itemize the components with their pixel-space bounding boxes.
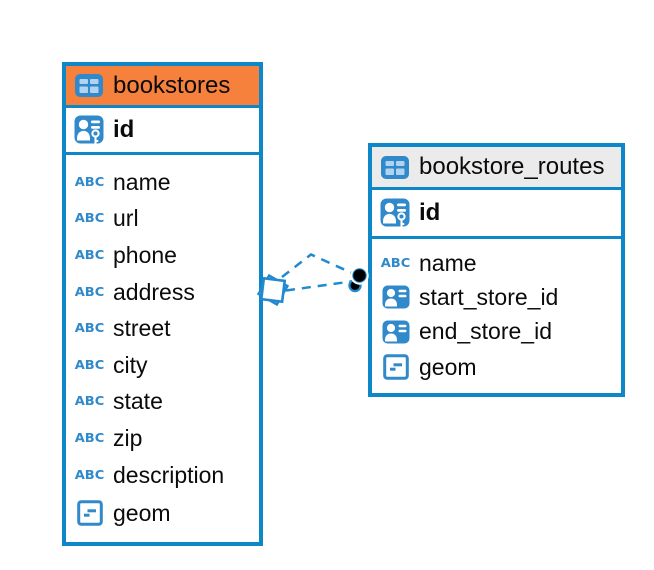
reference-id-icon: [382, 285, 409, 309]
text-type-icon: ABC: [380, 255, 411, 271]
column-label: geom: [419, 353, 477, 380]
column-label: end_store_id: [419, 318, 552, 345]
column-row-zip[interactable]: ABC zip: [66, 427, 259, 450]
relationship-bookstores-to-bookstore-routes[interactable]: [256, 253, 369, 307]
text-type-icon: ABC: [74, 284, 105, 300]
column-label: name: [419, 249, 477, 276]
geometry-type-icon: [382, 354, 409, 381]
primary-key-icon: [74, 115, 103, 144]
primary-key-icon: [380, 198, 409, 227]
column-list: ABC name start_store_id: [372, 239, 621, 393]
column-row-id[interactable]: id: [372, 190, 621, 239]
column-label: state: [113, 388, 163, 415]
column-row-description[interactable]: ABC description: [66, 461, 259, 488]
column-row-city[interactable]: ABC city: [66, 351, 259, 378]
column-row-street[interactable]: ABC street: [66, 317, 259, 340]
primary-key-icon: [73, 115, 104, 146]
primary-key-icon: [379, 198, 410, 229]
column-label: name: [113, 168, 171, 195]
column-row-id[interactable]: id: [66, 108, 259, 155]
table-icon: [73, 73, 104, 98]
relationship-target-dot-marker: [348, 266, 369, 293]
table-icon: [74, 74, 103, 97]
column-row-geom[interactable]: geom: [66, 499, 259, 527]
column-row-url[interactable]: ABC url: [66, 207, 259, 230]
table-icon: [380, 155, 409, 179]
text-type-icon: ABC: [74, 211, 105, 226]
reference-id-icon: [380, 320, 411, 344]
column-row-name[interactable]: ABC name: [66, 168, 259, 195]
geometry-type-icon: [74, 500, 105, 527]
primary-key-label: id: [113, 116, 135, 143]
column-row-start-store-id[interactable]: start_store_id: [372, 285, 621, 309]
column-label: street: [113, 315, 171, 342]
column-row-phone[interactable]: ABC phone: [66, 241, 259, 268]
entity-bookstore-routes[interactable]: bookstore_routes id ABC name: [368, 143, 625, 397]
text-type-icon: ABC: [74, 394, 105, 409]
column-list: ABC name ABC url ABC phone ABC address A…: [66, 155, 259, 542]
reference-id-icon: [382, 320, 409, 344]
primary-key-label: id: [419, 199, 441, 226]
text-type-icon: ABC: [74, 358, 105, 373]
reference-id-icon: [380, 285, 411, 309]
table-icon: [379, 155, 410, 180]
entity-header-bookstores[interactable]: bookstores: [66, 66, 259, 108]
entity-title: bookstore_routes: [419, 153, 605, 180]
column-row-end-store-id[interactable]: end_store_id: [372, 320, 621, 344]
text-type-icon: ABC: [74, 431, 105, 446]
column-label: zip: [113, 425, 143, 451]
text-type-icon: ABC: [74, 175, 105, 190]
column-row-geom[interactable]: geom: [372, 353, 621, 381]
column-label: url: [113, 205, 139, 232]
text-type-icon: ABC: [74, 321, 105, 336]
column-label: start_store_id: [419, 283, 559, 310]
column-label: description: [113, 461, 225, 488]
entity-header-bookstore-routes[interactable]: bookstore_routes: [372, 147, 621, 190]
text-type-icon: ABC: [74, 468, 105, 483]
entity-bookstores[interactable]: bookstores id ABC name ABC url ABC p: [62, 62, 263, 546]
geometry-type-icon: [76, 500, 103, 527]
column-label: address: [113, 278, 195, 305]
geometry-type-icon: [380, 354, 411, 381]
column-row-name[interactable]: ABC name: [372, 249, 621, 276]
column-row-state[interactable]: ABC state: [66, 390, 259, 413]
column-label: phone: [113, 241, 177, 268]
relationship-line-lower[interactable]: [285, 280, 352, 292]
text-type-icon: ABC: [74, 248, 105, 263]
entity-title: bookstores: [113, 71, 231, 99]
relationship-line-upper[interactable]: [281, 253, 353, 278]
column-label: city: [113, 351, 148, 378]
column-label: geom: [113, 499, 171, 526]
column-row-address[interactable]: ABC address: [66, 278, 259, 305]
